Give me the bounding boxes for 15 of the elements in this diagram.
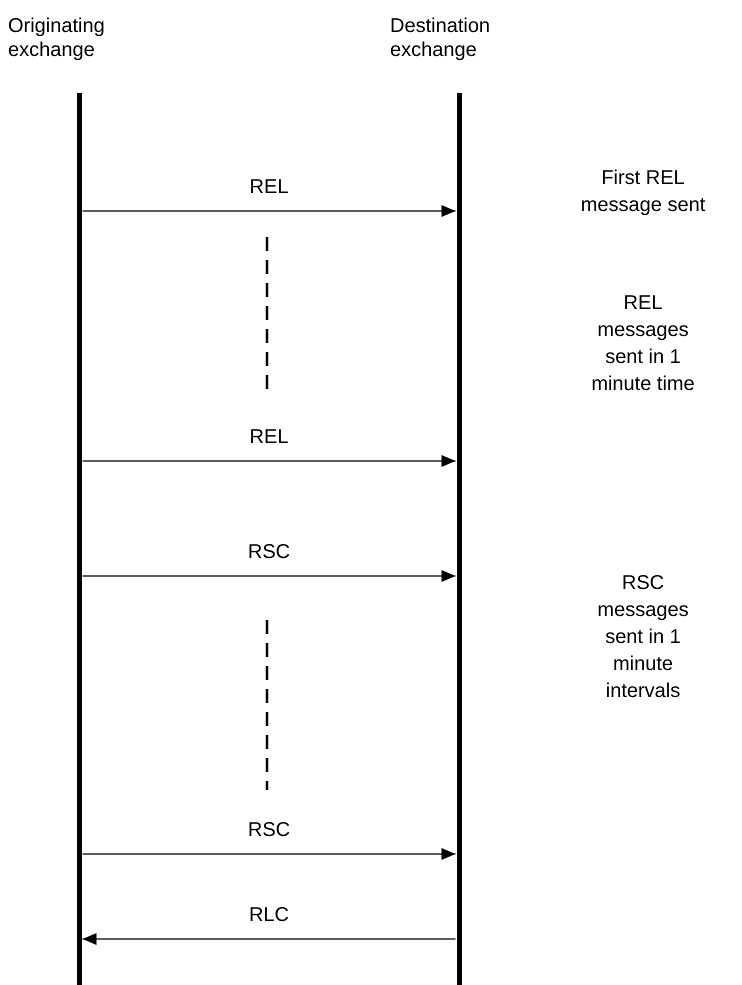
message-arrow [82,455,456,467]
message-label: RSC [246,540,292,564]
note-text: First REL message sent [580,166,706,218]
lifeline-heading: Originating exchange [8,14,106,62]
lifeline-heading: Destination exchange [390,14,492,62]
message-label: RSC [246,818,292,842]
message-label: REL [248,425,290,449]
message-arrow [82,933,456,945]
message-label: REL [248,175,290,199]
note-text: RSC messages sent in 1 minute intervals [596,571,690,704]
note-text: REL messages sent in 1 minute time [590,291,696,397]
message-arrow [82,205,456,217]
message-arrow [82,570,456,582]
message-label: RLC [248,903,290,927]
message-arrow [82,848,456,860]
